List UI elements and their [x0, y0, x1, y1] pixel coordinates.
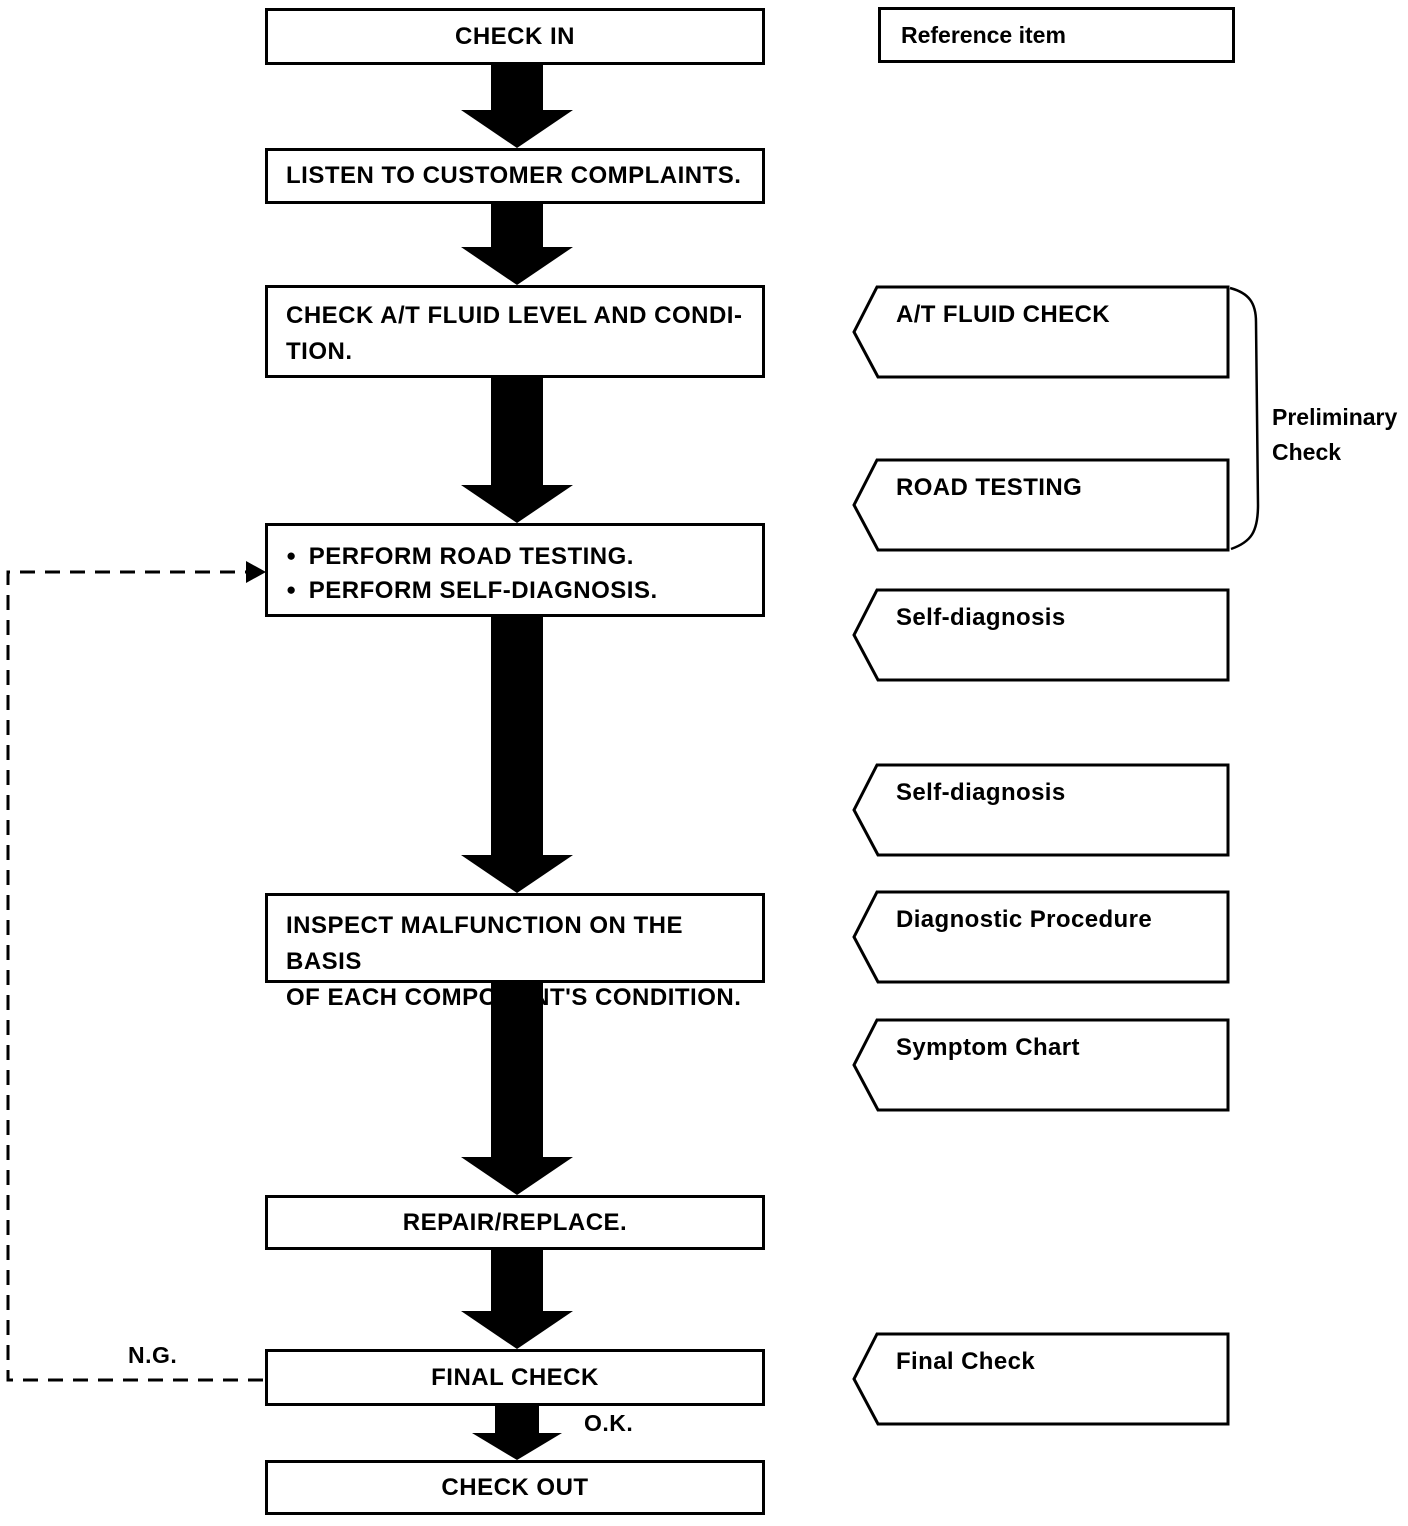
arrow-stem	[491, 1250, 543, 1311]
reference-banner-shape	[852, 1332, 1230, 1426]
flow-step-label-line1: CHECK A/T FLUID LEVEL AND CONDI-	[286, 302, 743, 329]
reference-banner-final-check: Final Check	[852, 1332, 1230, 1426]
flow-step-label-line1: INSPECT MALFUNCTION ON THE BASIS	[286, 912, 683, 975]
reference-item-header: Reference item	[878, 7, 1235, 63]
flow-arrow-2	[461, 204, 573, 285]
flow-step-check-out: CHECK OUT	[265, 1460, 765, 1515]
preliminary-check-label: Preliminary Check	[1272, 400, 1397, 470]
flow-arrow-4	[461, 617, 573, 893]
flow-arrow-7	[472, 1406, 562, 1460]
bullet-icon: ●	[286, 580, 297, 599]
feedback-arrow-head-icon	[246, 561, 266, 583]
reference-banner-shape	[852, 763, 1230, 857]
arrow-head-icon	[461, 1311, 573, 1349]
flow-step-check-in: CHECK IN	[265, 8, 765, 65]
reference-header-label: Reference item	[901, 21, 1066, 48]
bullet-line: ● PERFORM SELF-DIAGNOSIS.	[286, 574, 748, 608]
reference-banner-label: Diagnostic Procedure	[896, 906, 1153, 933]
flow-step-inspect-malfunction: INSPECT MALFUNCTION ON THE BASIS OF EACH…	[265, 893, 765, 1011]
arrow-head-icon	[461, 1157, 573, 1195]
arrow-head-icon	[461, 485, 573, 523]
arrow-stem	[491, 983, 543, 1157]
preliminary-check-line1: Preliminary	[1272, 404, 1398, 430]
flow-arrow-1	[461, 64, 573, 148]
flow-step-label-line2: PERFORM SELF-DIAGNOSIS.	[308, 577, 658, 604]
arrow-stem	[491, 204, 543, 247]
flow-step-label: LISTEN TO CUSTOMER COMPLAINTS.	[286, 162, 742, 189]
bullet-icon: ●	[286, 546, 297, 565]
arrow-stem	[491, 64, 543, 110]
flow-step-fluid-check: CHECK A/T FLUID LEVEL AND CONDI- TION.	[265, 285, 765, 378]
reference-banner-at-fluid-check: A/T FLUID CHECK	[852, 285, 1230, 379]
reference-banner-road-testing: ROAD TESTING	[852, 458, 1230, 552]
flow-step-label: CHECK OUT	[441, 1473, 589, 1501]
flow-step-label: CHECK IN	[454, 22, 575, 50]
preliminary-check-bracket	[1229, 286, 1260, 551]
ok-label: O.K.	[584, 1410, 634, 1436]
reference-banner-diagnostic-procedure: Diagnostic Procedure	[852, 890, 1230, 984]
flow-step-road-test-self-diagnosis: ● PERFORM ROAD TESTING. ● PERFORM SELF-D…	[265, 523, 765, 617]
reference-banner-shape	[852, 588, 1230, 682]
flow-step-label: REPAIR/REPLACE.	[402, 1208, 628, 1236]
reference-banner-self-diagnosis-2: Self-diagnosis	[852, 763, 1230, 857]
flow-arrow-3	[461, 378, 573, 523]
reference-banner-shape	[852, 458, 1230, 552]
reference-banner-label: ROAD TESTING	[896, 474, 1083, 501]
flow-step-repair-replace: REPAIR/REPLACE.	[265, 1195, 765, 1250]
arrow-stem	[491, 617, 543, 855]
reference-banner-shape	[852, 285, 1230, 379]
reference-banner-symptom-chart: Symptom Chart	[852, 1018, 1230, 1112]
reference-banner-self-diagnosis-1: Self-diagnosis	[852, 588, 1230, 682]
bullet-line: ● PERFORM ROAD TESTING.	[286, 540, 748, 574]
flow-step-final-check: FINAL CHECK	[265, 1349, 765, 1406]
flow-step-label-line2: TION.	[286, 338, 353, 365]
arrow-head-icon	[461, 247, 573, 285]
reference-banner-label: Symptom Chart	[896, 1034, 1080, 1061]
feedback-dashed-path	[6, 570, 263, 1382]
reference-banner-label: Final Check	[896, 1348, 1036, 1375]
reference-banner-label: Self-diagnosis	[896, 604, 1066, 631]
arrow-head-icon	[461, 110, 573, 148]
reference-banner-label: Self-diagnosis	[896, 779, 1066, 806]
flow-step-label-line1: PERFORM ROAD TESTING.	[308, 543, 634, 570]
flow-arrow-5	[461, 983, 573, 1195]
reference-banner-label: A/T FLUID CHECK	[896, 301, 1110, 328]
arrow-head-icon	[461, 855, 573, 893]
flow-step-listen: LISTEN TO CUSTOMER COMPLAINTS.	[265, 148, 765, 204]
ng-label: N.G.	[128, 1342, 178, 1368]
flow-step-label: FINAL CHECK	[431, 1363, 599, 1391]
arrow-head-icon	[472, 1433, 562, 1460]
reference-banner-shape	[852, 890, 1230, 984]
arrow-stem	[495, 1406, 539, 1433]
arrow-stem	[491, 378, 543, 485]
preliminary-check-line2: Check	[1272, 439, 1342, 465]
flow-arrow-6	[461, 1250, 573, 1349]
reference-banner-shape	[852, 1018, 1230, 1112]
